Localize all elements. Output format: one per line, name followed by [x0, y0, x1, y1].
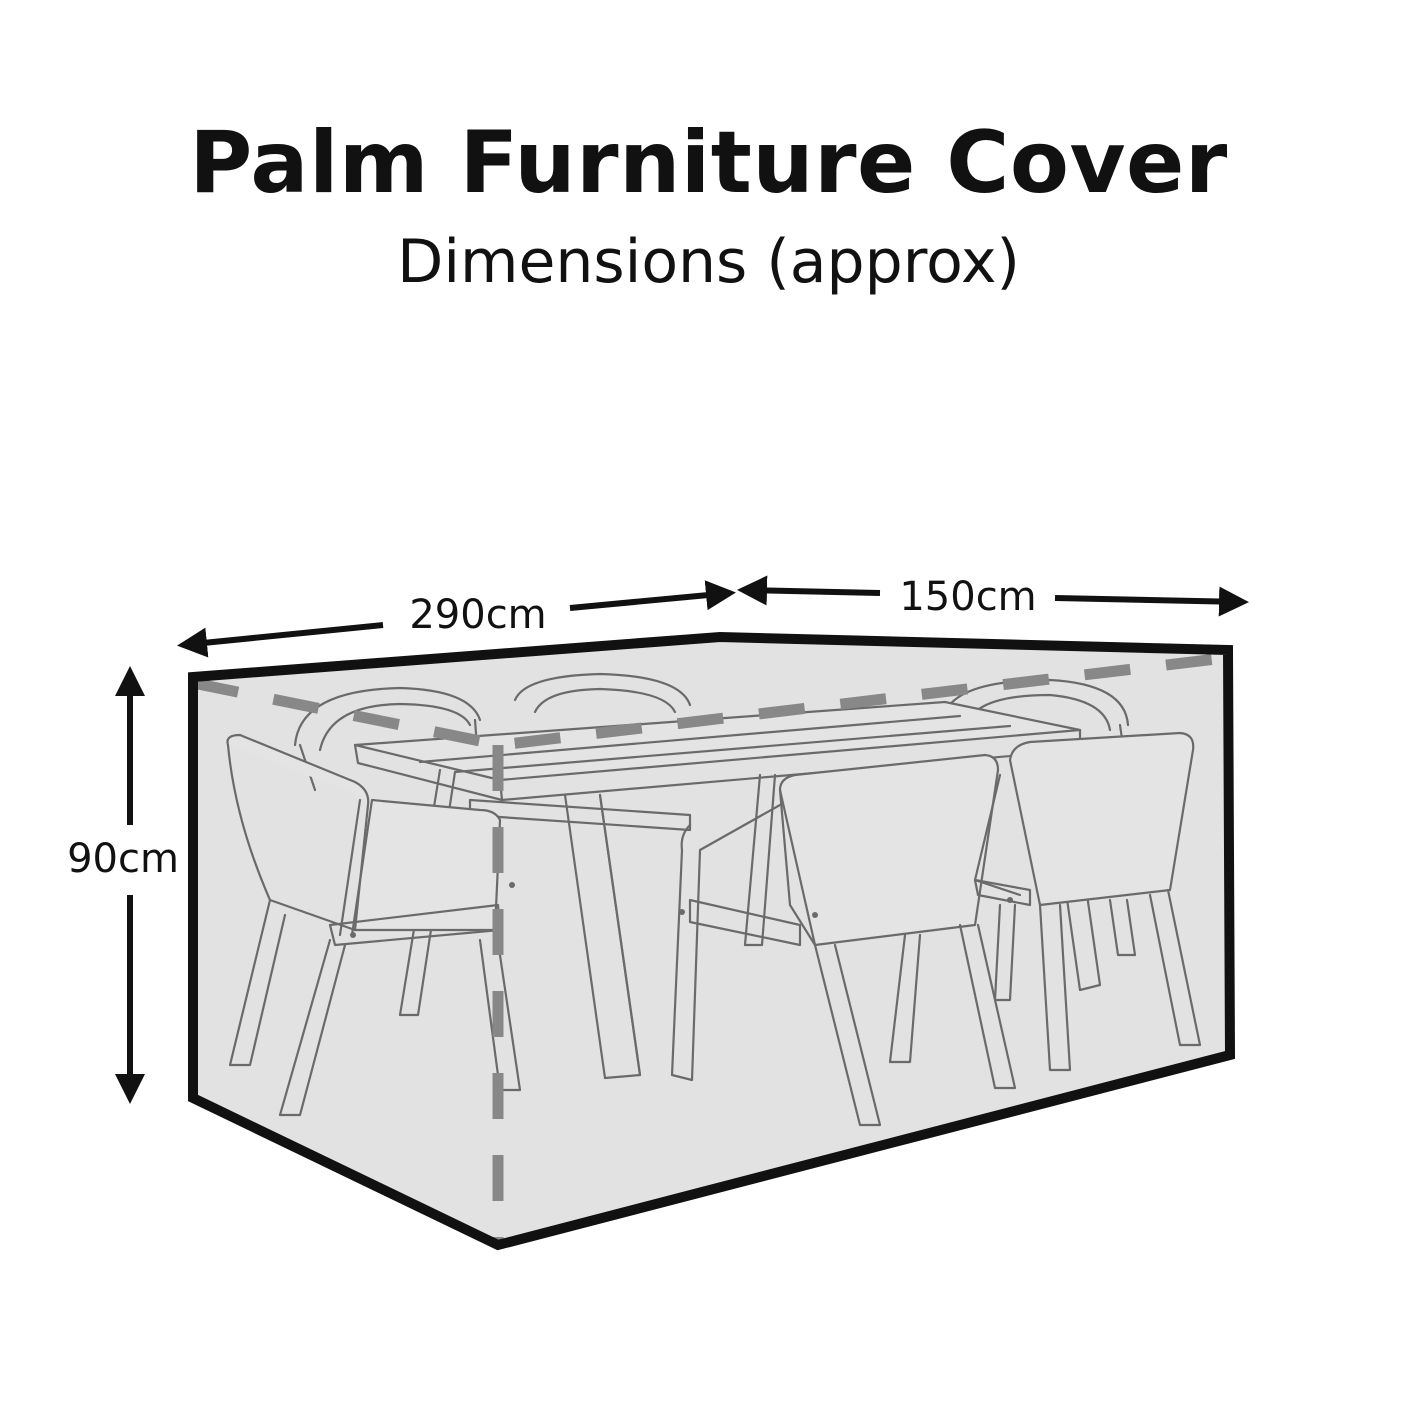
- dimension-width: 150cm: [737, 574, 1249, 620]
- height-label: 90cm: [67, 836, 179, 882]
- product-title: Palm Furniture Cover: [189, 113, 1228, 213]
- table: [353, 700, 1102, 1080]
- diagram-subtitle: Dimensions (approx): [397, 227, 1020, 297]
- length-label: 290cm: [409, 592, 546, 638]
- chair-front-left: [226, 733, 522, 1117]
- chair-front-middle: [670, 753, 1017, 1127]
- hidden-edges: [191, 652, 1226, 1240]
- dimension-height: 90cm: [67, 666, 179, 1104]
- chair-back-middle: [513, 672, 692, 714]
- width-label: 150cm: [899, 574, 1036, 620]
- furniture-illustration: [226, 672, 1202, 1127]
- dimension-length: 290cm: [177, 580, 736, 658]
- cover-outline: [188, 631, 1236, 1251]
- chair-front-right: [973, 731, 1202, 1072]
